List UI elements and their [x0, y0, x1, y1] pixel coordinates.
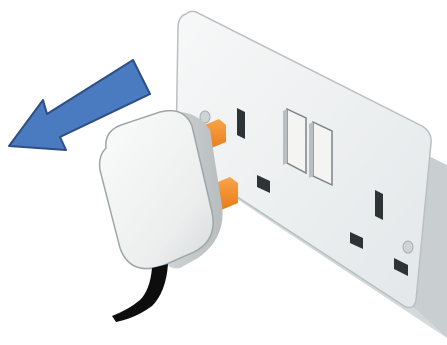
arrow-pull-out-icon [8, 59, 151, 151]
wall-socket [175, 10, 447, 338]
left-live-slot [257, 175, 270, 193]
plug[interactable] [98, 109, 223, 270]
switch-pair[interactable] [283, 107, 333, 187]
arrow-shape [8, 59, 151, 151]
plug-front[interactable] [98, 109, 214, 270]
right-live-slot [394, 258, 408, 276]
switch-left[interactable] [286, 107, 307, 175]
screw-hole-left [199, 110, 211, 124]
plug-cable [112, 264, 168, 322]
cable-strand [112, 264, 168, 322]
switch-right-side [309, 122, 313, 178]
left-earth-slot [237, 108, 245, 139]
right-earth-slot [375, 190, 383, 220]
switch-right[interactable] [312, 120, 333, 187]
screw-hole-right [402, 240, 414, 254]
switch-left-side [283, 109, 287, 165]
right-neutral-slot [350, 232, 363, 249]
